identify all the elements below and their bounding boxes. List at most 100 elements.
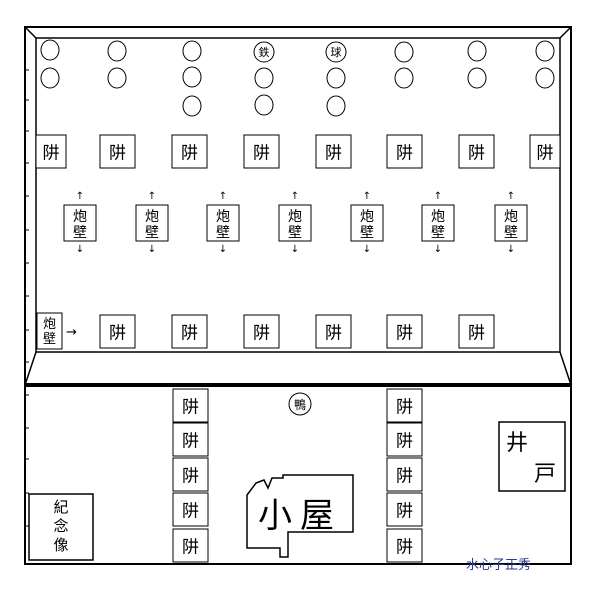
round-piece[interactable]	[254, 94, 274, 116]
hut[interactable]: 小屋	[246, 474, 354, 558]
arrow-up-icon: ↑	[219, 191, 227, 202]
svg-text:像: 像	[53, 536, 68, 554]
cannon-label: 壁	[216, 225, 230, 241]
cannon-piece[interactable]: ↑炮壁↓	[278, 191, 312, 255]
cannon-label: 壁	[73, 225, 87, 241]
arrow-down-icon: ↓	[148, 244, 156, 255]
round-piece[interactable]	[326, 95, 346, 117]
round-piece[interactable]	[535, 67, 555, 89]
wall-tile[interactable]: 阱	[458, 314, 495, 349]
wall-tile[interactable]: 阱	[243, 314, 280, 349]
svg-text:壁: 壁	[43, 332, 56, 347]
badge-token[interactable]: 球	[325, 41, 347, 63]
svg-text:念: 念	[53, 517, 68, 535]
cannon-piece[interactable]: ↑炮壁↓	[494, 191, 528, 255]
round-piece[interactable]	[467, 67, 487, 89]
wall-tile[interactable]: 阱	[172, 422, 209, 457]
round-piece[interactable]	[40, 67, 60, 89]
wall-tile[interactable]: 阱	[386, 388, 423, 423]
cannon-label: 壁	[431, 225, 445, 241]
duck-token[interactable]: 鴨	[288, 392, 312, 416]
arrow-up-icon: ↑	[148, 191, 156, 202]
arrow-down-icon: ↓	[507, 244, 515, 255]
round-piece[interactable]	[535, 40, 555, 62]
cannon-label: 炮	[504, 209, 518, 225]
wall-tile[interactable]: 阱	[172, 492, 209, 527]
cannon-label: 壁	[360, 225, 374, 241]
wall-label: 阱	[181, 324, 198, 344]
wall-tile[interactable]: 阱	[529, 134, 561, 169]
round-piece[interactable]	[182, 95, 202, 117]
wall-label: 阱	[109, 324, 126, 344]
round-piece[interactable]	[182, 40, 202, 62]
well[interactable]: 井 戸	[498, 421, 566, 492]
wall-tile[interactable]: 阱	[386, 457, 423, 492]
wall-tile[interactable]: 阱	[458, 134, 495, 169]
round-piece[interactable]	[394, 67, 414, 89]
wall-label: 阱	[182, 467, 199, 487]
round-piece[interactable]	[182, 66, 202, 88]
wall-label: 阱	[182, 502, 199, 522]
wall-label: 阱	[109, 144, 126, 164]
wall-tile[interactable]: 阱	[171, 134, 208, 169]
round-piece[interactable]	[107, 67, 127, 89]
wall-tile[interactable]: 阱	[172, 457, 209, 492]
wall-label: 阱	[325, 144, 342, 164]
wall-label: 阱	[537, 144, 554, 164]
svg-text:炮: 炮	[43, 317, 56, 332]
wall-tile[interactable]: 阱	[171, 314, 208, 349]
wall-label: 阱	[396, 398, 413, 418]
wall-tile[interactable]: 阱	[315, 134, 352, 169]
cannon-piece[interactable]: ↑炮壁↓	[421, 191, 455, 255]
side-cannon[interactable]: 炮 壁	[36, 312, 63, 350]
hut-label: 小屋	[258, 496, 342, 536]
badge-token[interactable]: 鉄	[253, 41, 275, 63]
arrow-up-icon: ↑	[76, 191, 84, 202]
wall-label: 阱	[325, 324, 342, 344]
wall-tile[interactable]: 阱	[35, 134, 67, 169]
round-piece[interactable]	[107, 40, 127, 62]
wall-tile[interactable]: 阱	[315, 314, 352, 349]
wall-tile[interactable]: 阱	[386, 492, 423, 527]
wall-label: 阱	[468, 144, 485, 164]
round-piece[interactable]	[254, 67, 274, 89]
arrow-down-icon: ↓	[363, 244, 371, 255]
cannon-piece[interactable]: ↑ 炮壁 ↓	[63, 191, 97, 255]
cannon-piece[interactable]: ↑炮壁↓	[135, 191, 169, 255]
wall-label: 阱	[182, 538, 199, 558]
wall-label: 阱	[396, 467, 413, 487]
arrow-down-icon: ↓	[76, 244, 84, 255]
wall-tile[interactable]: 阱	[386, 528, 423, 563]
wall-label: 阱	[396, 538, 413, 558]
wall-tile[interactable]: 阱	[386, 134, 423, 169]
cannon-label: 壁	[504, 225, 518, 241]
arrow-up-icon: ↑	[363, 191, 371, 202]
wall-label: 阱	[181, 144, 198, 164]
wall-tile[interactable]: 阱	[99, 134, 136, 169]
arrow-down-icon: ↓	[291, 244, 299, 255]
badge-label: 球	[331, 45, 342, 59]
badge-label: 鉄	[259, 45, 270, 59]
arrow-down-icon: ↓	[219, 244, 227, 255]
wall-tile[interactable]: 阱	[99, 314, 136, 349]
cannon-piece[interactable]: ↑炮壁↓	[206, 191, 240, 255]
wall-tile[interactable]: 阱	[386, 314, 423, 349]
wall-tile[interactable]: 阱	[172, 388, 209, 423]
wall-tile[interactable]: 阱	[386, 422, 423, 457]
cannon-piece[interactable]: ↑ 炮壁 ↓	[350, 191, 384, 255]
round-piece[interactable]	[326, 67, 346, 89]
arrow-right-icon: →	[66, 325, 77, 340]
memorial[interactable]: 紀 念 像	[28, 493, 94, 561]
cannon-label: 炮	[145, 209, 159, 225]
round-piece[interactable]	[40, 39, 60, 61]
cannon-label: 炮	[360, 209, 374, 225]
svg-text:鴨: 鴨	[294, 398, 306, 412]
arrow-up-icon: ↑	[434, 191, 442, 202]
cannon-label: 壁	[288, 225, 302, 241]
round-piece[interactable]	[394, 41, 414, 63]
round-piece[interactable]	[467, 40, 487, 62]
wall-tile[interactable]: 阱	[172, 528, 209, 563]
wall-tile[interactable]: 阱	[243, 134, 280, 169]
cannon-label: 炮	[73, 209, 87, 225]
wall-label: 阱	[182, 432, 199, 452]
